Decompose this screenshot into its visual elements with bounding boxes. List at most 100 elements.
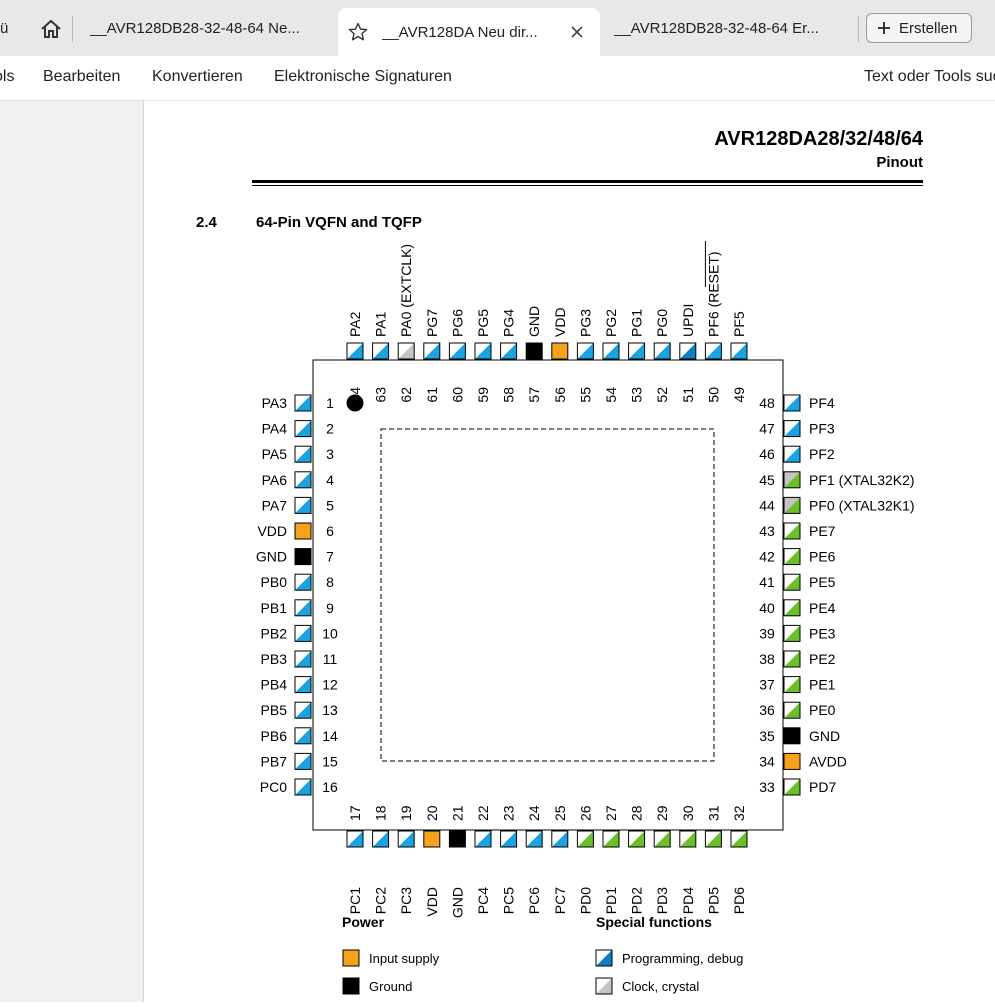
pin-pad-49 [730, 342, 748, 360]
pin-number-26: 26 [577, 805, 593, 821]
pin-number-41: 41 [759, 574, 775, 590]
pin-number-38: 38 [759, 651, 775, 667]
pin-label-pg3: PG3 [577, 309, 593, 337]
pin-label-pb2: PB2 [261, 625, 288, 641]
pin-pad-60 [448, 342, 466, 360]
tab-partial[interactable]: ü [0, 8, 22, 48]
pin-number-36: 36 [759, 702, 775, 718]
pin-label-pb5: PB5 [261, 702, 288, 718]
left-panel [0, 101, 144, 1002]
pin-pad-36 [783, 701, 801, 719]
star-icon[interactable] [338, 12, 378, 52]
pin-label-gnd: GND [256, 549, 287, 565]
pin-label-pg0: PG0 [654, 309, 670, 337]
pin-label-pc5: PC5 [501, 887, 517, 914]
tab-separator [858, 16, 859, 42]
pin-pad-47 [783, 420, 801, 438]
pin-number-29: 29 [654, 805, 670, 821]
header-rule-thick [252, 180, 923, 183]
pin-label-pf4: PF4 [809, 395, 835, 411]
pin-number-32: 32 [731, 805, 747, 821]
pin-number-45: 45 [759, 472, 775, 488]
pin-pad-12 [294, 676, 312, 694]
pin-number-10: 10 [322, 625, 338, 641]
pin-label-pb7: PB7 [261, 753, 288, 769]
pin-label-pd7: PD7 [809, 779, 836, 795]
pin-label-pg7: PG7 [424, 309, 440, 337]
pin-pad-25 [551, 830, 569, 848]
pin-number-20: 20 [424, 805, 440, 821]
pin-label-pb3: PB3 [261, 651, 288, 667]
home-icon[interactable] [36, 14, 66, 44]
pin-label-pa0-extclk: PA0 (EXTCLK) [398, 244, 414, 337]
menu-bearbeiten[interactable]: Bearbeiten [43, 68, 121, 85]
search-tools-field[interactable]: Text oder Tools suc [864, 68, 995, 85]
pin-label-pd4: PD4 [680, 887, 696, 914]
pin-label-pa2: PA2 [347, 311, 363, 337]
pin-label-pc7: PC7 [552, 887, 568, 914]
pin-label-pf1-xtal32k2: PF1 (XTAL32K2) [809, 472, 915, 488]
pin-pad-9 [294, 599, 312, 617]
pin-number-1: 1 [326, 395, 334, 411]
pin-number-55: 55 [577, 387, 593, 403]
pin-pad-26 [576, 830, 594, 848]
pin-label-pf5: PF5 [731, 311, 747, 337]
create-label: Erstellen [899, 19, 958, 37]
legend-label-programming-debug: Programming, debug [622, 951, 743, 966]
pin-label-pc0: PC0 [260, 779, 287, 795]
pin-pad-29 [653, 830, 671, 848]
pin-number-6: 6 [326, 523, 334, 539]
page-title: AVR128DA28/32/48/64 [714, 128, 924, 150]
pin-pad-57 [525, 342, 543, 360]
pin-pad-13 [294, 701, 312, 719]
pin-number-60: 60 [449, 387, 465, 403]
pin-pad-27 [602, 830, 620, 848]
pin-pad-11 [294, 650, 312, 668]
menu-elektronische-signaturen[interactable]: Elektronische Signaturen [274, 68, 452, 85]
pin-label-pg2: PG2 [603, 309, 619, 337]
pin-label-pa7: PA7 [262, 497, 288, 513]
pins-bottom: PC117PC218PC319VDD20GND21PC422PC523PC624… [346, 805, 748, 918]
tab-label: ü [0, 19, 9, 37]
pin-pad-6 [294, 522, 312, 540]
pin-pad-34 [783, 752, 801, 770]
pin-number-58: 58 [501, 387, 517, 403]
legend-label-clock-crystal: Clock, crystal [622, 979, 699, 994]
menu-konvertieren[interactable]: Konvertieren [152, 68, 243, 85]
pin-number-44: 44 [759, 497, 775, 513]
pin-number-22: 22 [475, 805, 491, 821]
pin-number-39: 39 [759, 625, 775, 641]
menu-tools[interactable]: ols [0, 68, 15, 85]
pin-number-16: 16 [322, 779, 338, 795]
section-number: 2.4 [196, 214, 218, 231]
pin-label-pc3: PC3 [398, 887, 414, 914]
pin-pad-30 [679, 830, 697, 848]
pin-pad-44 [783, 496, 801, 514]
pin-pad-37 [783, 676, 801, 694]
pin-label-pd3: PD3 [654, 887, 670, 914]
pin-pad-31 [704, 830, 722, 848]
pin-label-pg4: PG4 [501, 309, 517, 337]
section-title: 64-Pin VQFN and TQFP [256, 214, 422, 231]
tab-avr128db-neu[interactable]: __AVR128DB28-32-48-64 Ne... [90, 8, 330, 48]
pin-label-pf6-reset: PF6 (RESET) [705, 251, 721, 337]
pin-label-avdd: AVDD [809, 753, 847, 769]
pin-label-pe2: PE2 [809, 651, 836, 667]
pin-number-24: 24 [526, 805, 542, 821]
create-button[interactable]: Erstellen [866, 13, 972, 43]
tab-avr128da-active[interactable]: __AVR128DA Neu dir... [338, 8, 600, 56]
pin-pad-40 [783, 599, 801, 617]
pin-number-50: 50 [705, 387, 721, 403]
pin-number-8: 8 [326, 574, 334, 590]
pin-number-7: 7 [326, 549, 334, 565]
pin-number-27: 27 [603, 805, 619, 821]
pin-number-48: 48 [759, 395, 775, 411]
pin-label-pa4: PA4 [262, 421, 288, 437]
tab-avr128db-er[interactable]: __AVR128DB28-32-48-64 Er... [614, 8, 854, 48]
close-icon[interactable] [562, 12, 592, 52]
pin-number-34: 34 [759, 753, 775, 769]
pin-number-12: 12 [322, 677, 338, 693]
pin-pad-53 [628, 342, 646, 360]
